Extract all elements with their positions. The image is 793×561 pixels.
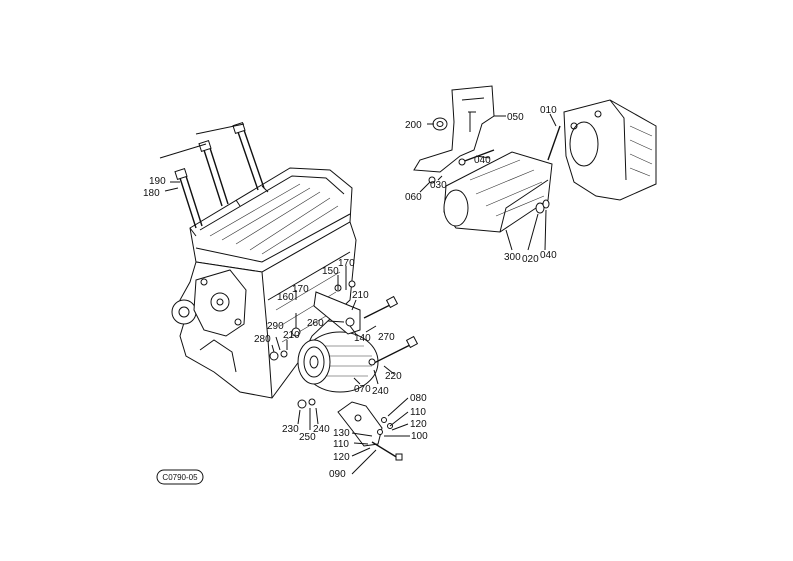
- part-label-130: 130: [333, 428, 350, 439]
- part-label-060: 060: [405, 192, 422, 203]
- part-label-250: 250: [299, 432, 316, 443]
- part-label-170: 170: [338, 258, 355, 269]
- part-label-180: 180: [143, 188, 160, 199]
- part-label-040: 040: [474, 155, 491, 166]
- part-label-220: 220: [385, 371, 402, 382]
- part-label-050: 050: [507, 112, 524, 123]
- part-label-210: 210: [283, 330, 300, 341]
- alternator-assembly: [269, 280, 419, 461]
- part-label-140: 140: [354, 333, 371, 344]
- part-label-300: 300: [504, 252, 521, 263]
- part-label-270: 270: [378, 332, 395, 343]
- part-label-010: 010: [540, 105, 557, 116]
- part-label-150: 150: [322, 266, 339, 277]
- part-label-210: 210: [352, 290, 369, 301]
- part-label-030: 030: [430, 180, 447, 191]
- part-label-120: 120: [333, 452, 350, 463]
- part-label-110: 110: [333, 439, 349, 450]
- part-label-160: 160: [277, 292, 294, 303]
- part-label-070: 070: [354, 384, 371, 395]
- part-label-240: 240: [372, 386, 389, 397]
- part-label-290: 290: [267, 321, 284, 332]
- diagram-id-text: C0790-05: [162, 473, 198, 482]
- diagram-id-stamp: C0790-05: [156, 469, 204, 485]
- part-label-230: 230: [282, 424, 299, 435]
- part-label-020: 020: [522, 254, 539, 265]
- part-label-080: 080: [410, 393, 427, 404]
- starter-assembly: [413, 85, 657, 233]
- part-label-280: 280: [254, 334, 271, 345]
- part-label-200: 200: [405, 120, 422, 131]
- part-label-110: 110: [410, 407, 426, 418]
- part-labels: 190 180 150 170 170 160 210 260 140 270 …: [143, 105, 557, 480]
- part-label-090: 090: [329, 469, 346, 480]
- part-label-170: 170: [292, 284, 309, 295]
- part-label-100: 100: [411, 431, 428, 442]
- part-label-040: 040: [540, 250, 557, 261]
- part-label-240: 240: [313, 424, 330, 435]
- leader-lines: [164, 113, 557, 475]
- part-label-260: 260: [307, 318, 324, 329]
- part-label-120: 120: [410, 419, 427, 430]
- engine-block: [159, 122, 357, 399]
- part-label-190: 190: [149, 176, 166, 187]
